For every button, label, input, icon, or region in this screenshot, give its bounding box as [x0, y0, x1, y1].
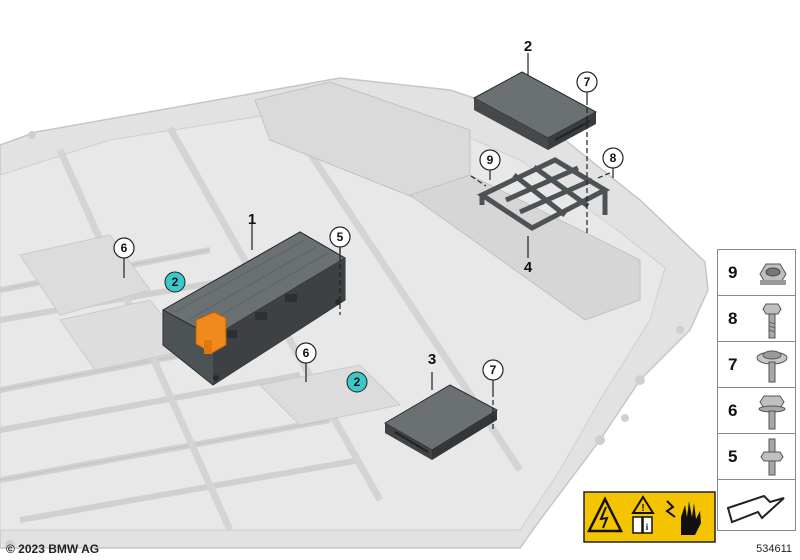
callout-2-teal-left: 2	[172, 275, 179, 289]
legend-item: 7	[717, 341, 796, 388]
legend-number: 8	[728, 309, 738, 328]
legend-item: 9	[717, 249, 796, 296]
direction-arrow-icon	[726, 494, 785, 524]
control-module-3	[384, 384, 499, 460]
callout-3: 3	[428, 351, 436, 368]
svg-text:!: !	[641, 503, 644, 514]
svg-text:i: i	[646, 522, 649, 532]
legend-number: 7	[728, 355, 738, 374]
leader-lines	[123, 53, 614, 392]
circle-callouts: 6 5 6 7 7 9 8	[113, 71, 624, 381]
control-module-2	[472, 71, 598, 150]
flange-bolt-icon	[758, 395, 786, 430]
high-voltage-warning-icon	[586, 496, 624, 533]
callout-2-top: 2	[524, 38, 532, 55]
legend-item	[717, 479, 796, 531]
torx-flange-screw-icon	[756, 350, 788, 383]
callout-4: 4	[524, 259, 533, 276]
callout-6-center: 6	[303, 346, 310, 360]
stud-bolt-icon	[760, 438, 784, 476]
callout-7-bottom: 7	[490, 363, 497, 377]
manual-icon: ! i	[631, 495, 655, 534]
callout-7-top: 7	[584, 75, 591, 89]
copyright-notice: © 2023 BMW AG	[6, 542, 100, 556]
legend-item: 5	[717, 433, 796, 480]
legend-item: 6	[717, 387, 796, 434]
assembly-lines	[339, 100, 613, 430]
callout-9: 9	[487, 153, 494, 167]
shock-hazard-hand-icon	[665, 500, 701, 535]
callout-1: 1	[248, 211, 256, 228]
callout-5: 5	[337, 230, 344, 244]
high-voltage-warning-label: ! i	[583, 491, 716, 543]
callout-6-left: 6	[121, 241, 128, 255]
control-module-1	[161, 231, 346, 386]
legend-item: 8	[717, 295, 796, 342]
hex-bolt-icon	[762, 303, 782, 339]
plain-callouts: 1 2 4 3	[248, 38, 533, 368]
legend-number: 9	[728, 263, 738, 282]
callout-8: 8	[610, 151, 617, 165]
document-number: 534611	[756, 543, 792, 555]
legend-number: 5	[728, 447, 738, 466]
bracket-4	[476, 157, 611, 231]
battery-housing-tray	[0, 77, 709, 550]
legend-number: 6	[728, 401, 738, 420]
teal-callouts: 2 2	[164, 271, 368, 393]
hex-nut-icon	[759, 263, 787, 285]
callout-2-teal-center: 2	[354, 375, 361, 389]
